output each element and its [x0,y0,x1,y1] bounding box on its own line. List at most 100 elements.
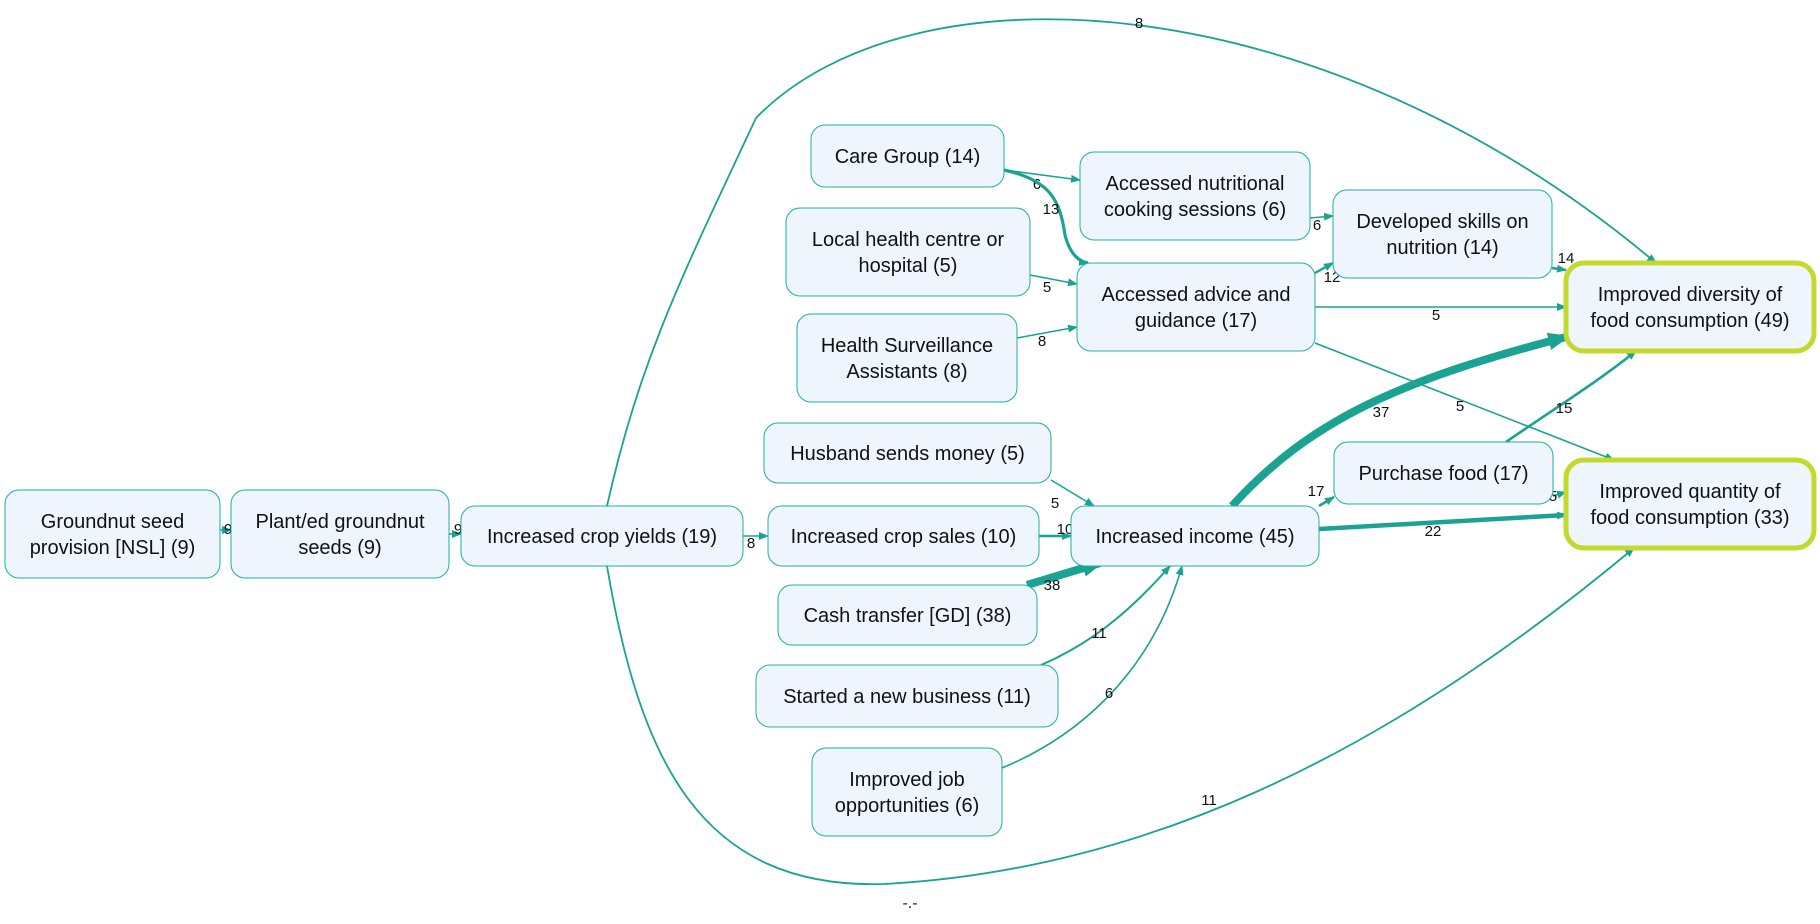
node-label: Care Group (14) [835,146,981,168]
node-box[interactable] [785,207,1031,297]
edge-planted-to-yields: 9 [449,521,462,538]
edge-weight-label: 8 [1038,333,1046,350]
edge-weight-label: 6 [1033,176,1041,193]
edge-hsa-to-advice: 8 [1016,324,1078,350]
edge-weight-label: 5 [1456,398,1464,415]
node-yields[interactable]: Increased crop yields (19) [460,505,744,567]
edge-line [1318,511,1567,532]
node-box[interactable] [811,747,1003,837]
edge-line [1318,495,1335,508]
node-box[interactable] [796,313,1018,403]
node-box[interactable] [763,422,1052,484]
edge-yields-to-diversity: 8 [606,15,1657,507]
edge-weight-label: 13 [1043,201,1060,218]
edge-weight-label: 5 [1043,279,1051,296]
node-box[interactable] [1070,505,1320,567]
edge-line [1016,324,1078,339]
edge-weight-label: 37 [1373,404,1390,421]
node-label: Increased crop sales (10) [791,526,1017,548]
edge-line [1314,261,1334,275]
edge-weight-label: 11 [1201,792,1217,809]
node-label: Husband sends money (5) [790,443,1025,465]
footer-mark: -.- [902,895,917,912]
node-box[interactable] [1076,262,1316,352]
edge-income-to-diversity: 37 [1229,332,1571,509]
edge-weight-label: 15 [1556,400,1573,417]
node-cash[interactable]: Cash transfer [GD] (38) [777,584,1038,646]
node-box[interactable] [777,584,1038,646]
node-box[interactable] [1079,151,1311,241]
node-label: Increased income (45) [1096,526,1295,548]
edge-income-to-quantity: 22 [1318,511,1567,540]
node-box[interactable] [1563,457,1817,551]
edge-weight-label: 5 [1549,488,1557,505]
edge-line [1050,479,1095,507]
edge-line [1040,565,1171,666]
edge-advice-to-diversity: 5 [1315,303,1567,324]
edge-line [1001,565,1184,769]
edge-weight-label: 8 [747,535,755,552]
node-husband[interactable]: Husband sends money (5) [763,422,1052,484]
edge-health-to-advice: 5 [1029,274,1078,296]
edge-line [1003,168,1089,266]
edge-weight-label: 22 [1425,523,1442,540]
edge-yields-to-quantity: 11 [606,547,1635,885]
edge-purchase-to-diversity: 15 [1505,349,1637,444]
edge-weight-label: 5 [1051,495,1059,512]
edge-line [1025,559,1105,589]
node-box[interactable] [810,124,1005,188]
edge-line [606,18,1657,507]
node-label: Increased crop yields (19) [487,526,717,548]
edge-weight-label: 9 [454,521,462,538]
node-care[interactable]: Care Group (14) [810,124,1005,188]
node-box[interactable] [4,489,221,579]
node-box[interactable] [767,505,1040,567]
edge-weight-label: 5 [1432,307,1440,324]
node-sales[interactable]: Increased crop sales (10) [767,505,1040,567]
edge-skills-to-diversity: 14 [1551,250,1575,273]
edge-groundnut-to-planted: 9 [220,521,232,538]
edge-weight-label: 6 [1105,685,1113,702]
node-box[interactable] [1563,260,1817,354]
node-business[interactable]: Started a new business (11) [755,664,1059,728]
node-purchase[interactable]: Purchase food (17) [1333,441,1554,505]
edge-jobs-to-income: 6 [1001,565,1184,769]
edge-line [1505,349,1637,444]
node-box[interactable] [1333,441,1554,505]
edge-weight-label: 38 [1044,577,1061,594]
node-label: Purchase food (17) [1358,463,1528,485]
edge-business-to-income: 11 [1040,565,1171,666]
node-box[interactable] [230,489,450,579]
node-income[interactable]: Increased income (45) [1070,505,1320,567]
edge-line [1551,264,1567,273]
node-box[interactable] [755,664,1059,728]
node-box[interactable] [460,505,744,567]
edge-line [1229,332,1571,509]
edge-line [1029,274,1078,287]
edge-weight-label: 14 [1558,250,1575,267]
node-label: Started a new business (11) [783,686,1031,708]
edge-advice-to-quantity: 5 [1314,342,1615,461]
node-box[interactable] [1332,189,1553,279]
